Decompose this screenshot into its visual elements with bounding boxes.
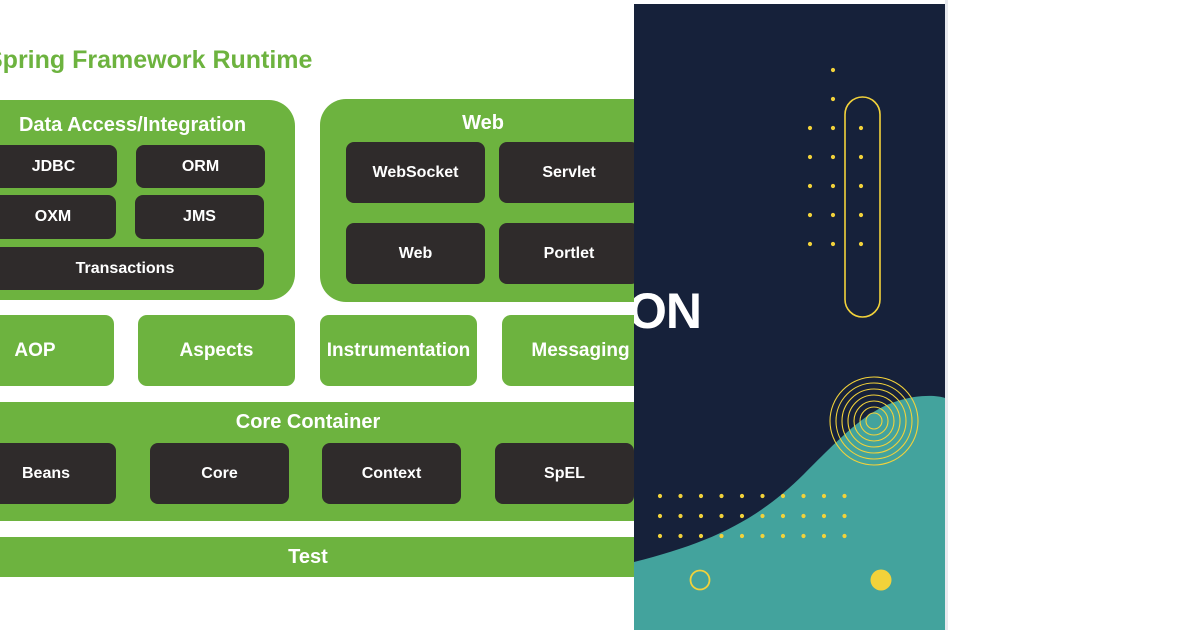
decor-dot: [739, 493, 745, 499]
decor-dot: [842, 533, 847, 539]
decor-dot: [719, 493, 724, 499]
decor-dot: [821, 493, 827, 499]
spring-runtime-diagram: Spring Framework Runtime Data Access/Int…: [0, 46, 634, 577]
poster-graphic: [634, 67, 945, 630]
module-web: Web: [346, 223, 485, 284]
decor-dot: [719, 513, 724, 519]
concentric-circles-shape: [829, 376, 919, 466]
decor-dot: [807, 125, 813, 131]
module-orm: ORM: [136, 145, 265, 188]
decor-dot: [830, 67, 836, 73]
module-jms: JMS: [135, 195, 264, 239]
decor-dot: [830, 96, 836, 102]
tile-aspects: Aspects: [138, 315, 295, 386]
decor-dot: [760, 513, 765, 519]
decor-dot: [760, 493, 765, 499]
data-access-title: Data Access/Integration: [18, 114, 247, 136]
decor-dot: [739, 513, 745, 519]
poster-text: ON: [634, 283, 702, 339]
decor-dot: [830, 125, 836, 131]
decor-dot: [858, 241, 864, 247]
decor-dot: [698, 533, 704, 539]
decor-dot: [858, 212, 864, 218]
decor-dot: [780, 493, 786, 499]
decor-dot: [780, 533, 786, 539]
decor-dot: [807, 183, 813, 189]
tile-messaging: Messaging: [502, 315, 634, 386]
decor-dot: [657, 513, 663, 519]
diagram-title: Spring Framework Runtime: [0, 46, 313, 74]
decor-dot: [858, 183, 864, 189]
decor-dot: [657, 533, 663, 539]
decor-dot: [678, 513, 683, 519]
decorative-poster: ON: [634, 4, 945, 630]
module-websocket: WebSocket: [346, 142, 485, 203]
web-title: Web: [462, 112, 504, 134]
decor-dot: [801, 513, 806, 519]
module-context: Context: [322, 443, 461, 504]
vertical-dot-grid: [807, 67, 864, 247]
decor-dot: [801, 493, 806, 499]
module-portlet: Portlet: [499, 223, 634, 284]
decor-dot: [858, 125, 864, 131]
decor-dot: [739, 533, 745, 539]
teal-wave-shape: [634, 395, 945, 630]
test-bar: Test: [0, 537, 634, 577]
decor-dot: [807, 241, 813, 247]
decor-dot: [760, 533, 765, 539]
decor-dot: [830, 154, 836, 160]
module-core: Core: [150, 443, 289, 504]
tile-instrumentation: Instrumentation: [320, 315, 477, 386]
core-container-title: Core Container: [235, 411, 381, 433]
decor-dot: [821, 513, 827, 519]
decor-dot: [780, 513, 786, 519]
module-spel: SpEL: [495, 443, 634, 504]
module-servlet: Servlet: [499, 142, 634, 203]
decor-dot: [807, 154, 813, 160]
decor-dot: [830, 212, 836, 218]
panel-edge-divider: [945, 0, 948, 630]
decor-dot: [842, 513, 847, 519]
horizontal-dot-grid: [657, 493, 847, 539]
ring-outline-shape: [689, 569, 711, 591]
decor-dot: [842, 493, 847, 499]
decor-dot: [801, 533, 806, 539]
test-label: Test: [288, 546, 328, 568]
decor-dot: [719, 533, 724, 539]
decor-dot: [821, 533, 827, 539]
decor-dot: [698, 513, 704, 519]
decor-dot: [678, 493, 683, 499]
decor-dot: [657, 493, 663, 499]
solid-dot-shape: [870, 569, 892, 591]
decor-dot: [807, 212, 813, 218]
module-transactions: Transactions: [0, 247, 264, 290]
decor-dot: [698, 493, 704, 499]
decor-dot: [830, 183, 836, 189]
module-jdbc: JDBC: [0, 145, 117, 188]
decor-dot: [830, 241, 836, 247]
module-oxm: OXM: [0, 195, 116, 239]
decor-dot: [858, 154, 864, 160]
module-beans: Beans: [0, 443, 116, 504]
tile-aop: AOP: [0, 315, 114, 386]
pill-outline-shape: [844, 96, 881, 318]
decor-dot: [678, 533, 683, 539]
